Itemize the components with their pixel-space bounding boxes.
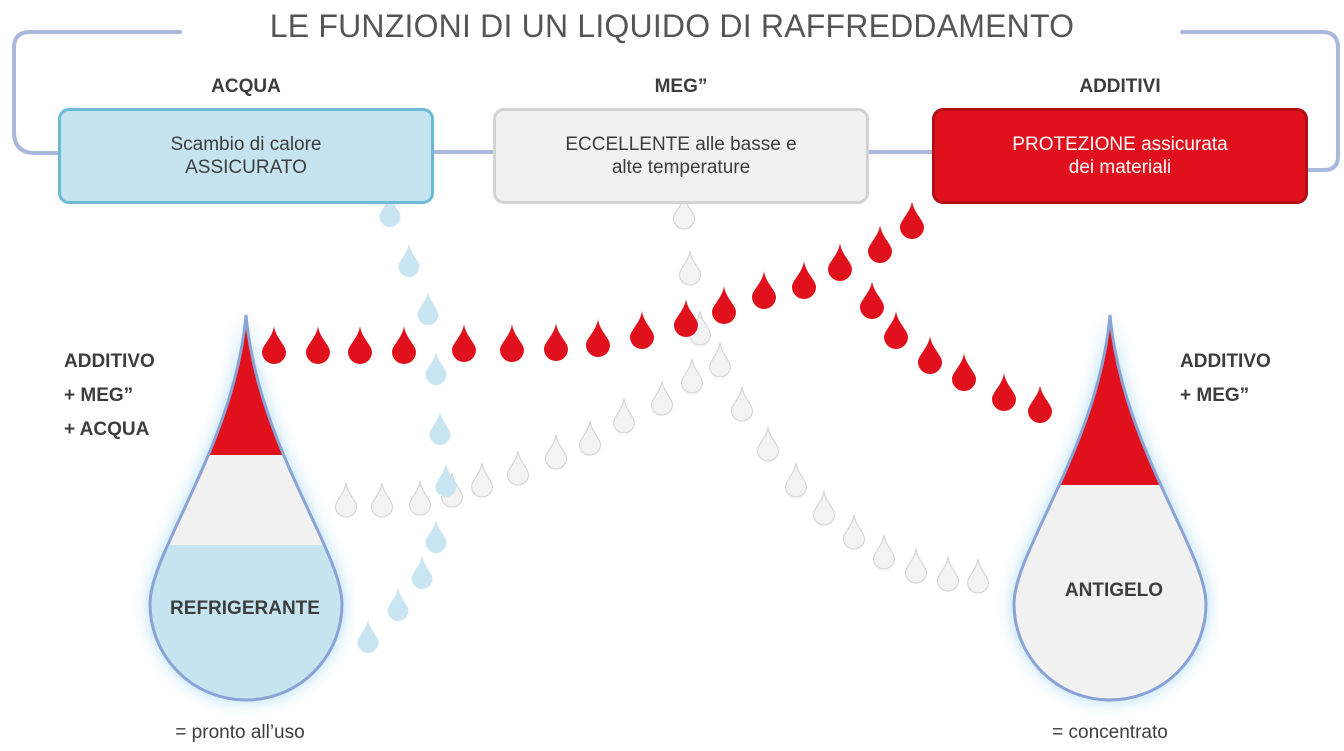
water-droplet [387,587,409,621]
note-concentrato: = concentrato [1052,722,1168,743]
frame-line-right [1180,30,1340,172]
meg-droplet [966,558,990,594]
meg-droplet [730,386,754,422]
additive-droplet [792,261,816,299]
box-acqua-text: Scambio di calore ASSICURATO [170,134,322,178]
right-composition: ADDITIVO + MEG” [1180,345,1271,413]
box-meg: ECCELLENTE alle basse e alte temperature [493,108,869,204]
meg-droplet [470,462,494,498]
column-label-acqua: ACQUA [211,76,281,97]
meg-droplet [678,250,702,286]
additive-droplet [1028,385,1052,423]
box-additivi-text: PROTEZIONE assicurata dei materiali [1012,134,1228,178]
additive-droplet [884,311,908,349]
meg-droplet [784,462,808,498]
additive-droplet [392,326,416,364]
additive-droplet [586,319,610,357]
additive-droplet [752,271,776,309]
meg-droplet [680,358,704,394]
diagram-title: LE FUNZIONI DI UN LIQUIDO DI RAFFREDDAME… [269,8,1075,44]
box-meg-text: ECCELLENTE alle basse e alte temperature [565,134,797,178]
meg-droplet [842,514,866,550]
meg-droplet [612,398,636,434]
additive-droplet [674,299,698,337]
meg-droplet [578,420,602,456]
column-label-additivi: ADDITIVI [1079,76,1161,97]
drop-name-refrigerante: REFRIGERANTE [170,598,320,619]
droplet-trails [262,144,1052,653]
meg-droplet [936,556,960,592]
drop-name-antigelo: ANTIGELO [1064,580,1164,601]
left-composition-line-3: + ACQUA [64,419,150,440]
meg-droplet [872,534,896,570]
left-composition: ADDITIVO + MEG” + ACQUA [64,345,155,447]
column-label-meg: MEG” [654,76,708,97]
additive-droplet [630,311,654,349]
frame-lines [12,30,1340,172]
additive-droplet [918,336,942,374]
meg-droplet [756,426,780,462]
meg-droplet [370,482,394,518]
additive-droplet [828,243,852,281]
box-acqua: Scambio di calore ASSICURATO [58,108,434,204]
water-droplet [429,411,451,446]
note-pronto-uso: = pronto all’uso [175,722,305,743]
left-composition-line-1: ADDITIVO [64,351,155,372]
meg-droplet [708,342,732,378]
additive-droplet [544,323,568,361]
meg-droplet [334,482,358,518]
additive-droplet [712,286,736,324]
right-composition-line-2: + MEG” [1180,385,1250,406]
additive-droplet [500,324,524,362]
water-droplet [417,291,439,325]
water-droplet [357,619,379,653]
water-droplet [425,519,447,553]
right-composition-line-1: ADDITIVO [1180,351,1271,372]
additive-droplet [952,353,976,391]
meg-droplet [506,450,530,486]
additive-droplet [452,324,476,362]
meg-droplet [672,194,696,230]
meg-droplet [408,480,432,516]
water-droplet [425,351,447,385]
water-droplet [379,193,401,227]
additive-droplet [868,225,892,263]
additive-droplet [860,281,884,319]
additive-droplet [992,373,1016,411]
meg-droplet [544,434,568,470]
meg-droplet [904,548,928,584]
additive-droplet [262,326,286,364]
box-additivi: PROTEZIONE assicurata dei materiali [932,108,1308,204]
additive-droplet [306,326,330,364]
water-droplet [411,555,433,589]
additive-droplet [348,326,372,364]
drop-refrigerante [148,314,344,702]
frame-line-left [12,30,182,155]
meg-droplet [650,380,674,416]
left-composition-line-2: + MEG” [64,385,134,406]
meg-droplet [812,490,836,526]
water-droplet [398,243,420,277]
additive-droplet [900,201,924,239]
water-droplet [435,463,457,498]
